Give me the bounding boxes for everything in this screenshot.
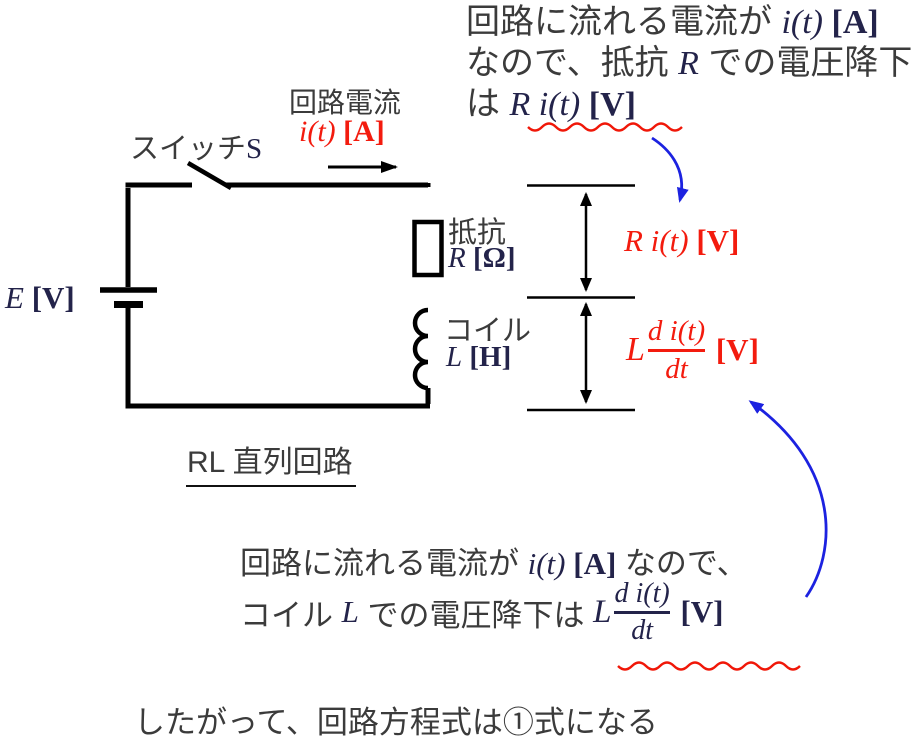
resistor-drop-math: R i(t)	[624, 223, 689, 258]
resistor-label-math: R [Ω]	[448, 242, 516, 275]
coil-label-math: L [H]	[446, 341, 511, 374]
source-label: E [V]	[5, 280, 75, 316]
current-value-unit: [A]	[335, 115, 385, 148]
source-label-math: E	[5, 280, 24, 315]
blue-arrow-to-resistor-drop	[651, 136, 689, 203]
top-note-line1-unit: [A]	[823, 4, 879, 41]
current-label: 回路電流	[289, 87, 402, 118]
top-note-line3-text: は	[466, 85, 510, 123]
fraction-bar	[614, 610, 670, 614]
coil-drop-coef: L	[626, 331, 645, 368]
bottom-note-line2-math-a: L	[341, 594, 359, 629]
coil-unit: [H]	[462, 341, 512, 373]
top-note-line1: 回路に流れる電流が i(t) [A]	[466, 2, 912, 43]
bottom-note-line2-text-a: コイル	[240, 597, 342, 633]
resistor-symbol: R	[448, 242, 466, 274]
circuit-wires	[125, 182, 431, 409]
coil-symbol: L	[446, 341, 463, 373]
coil-drop-label: L d i(t) dt [V]	[626, 310, 759, 390]
resistor-icon	[412, 219, 444, 278]
source-label-unit: [V]	[23, 280, 75, 315]
switch-label-jp: スイッチ	[130, 133, 247, 165]
current-value: i(t) [A]	[299, 115, 385, 149]
bottom-note-line2-text-b: での電圧降下は	[358, 597, 594, 633]
top-note-line2-text-a: なので、抵抗	[466, 44, 679, 82]
top-note-line3-math: R i(t)	[509, 86, 581, 123]
coil-drop-fraction: d i(t) dt	[647, 315, 706, 385]
current-value-math: i(t)	[299, 115, 336, 148]
bottom-note-numerator: d i(t)	[614, 578, 670, 610]
bottom-note-fraction: d i(t) dt	[614, 578, 670, 646]
top-note-line2: なので、抵抗 R での電圧降下	[466, 43, 912, 84]
bottom-note-line2: コイル L での電圧降下は L d i(t) dt [V]	[240, 572, 723, 652]
bottom-note-line1: 回路に流れる電流が i(t) [A] なので、	[240, 538, 748, 583]
resistor-unit: [Ω]	[465, 242, 516, 274]
fraction-bar	[647, 348, 706, 352]
resistor-drop-unit: [V]	[688, 223, 740, 258]
circuit-caption: RL 直列回路	[186, 437, 356, 487]
wavy-underline-bottom	[617, 661, 801, 671]
top-note-line2-text-b: での電圧降下	[698, 44, 913, 82]
bottom-note-line2-coef: L	[593, 593, 612, 630]
bottom-note-line1-text-a: 回路に流れる電流が	[240, 546, 528, 581]
top-note-line1-text: 回路に流れる電流が	[466, 3, 782, 41]
switch-label: スイッチS	[130, 125, 262, 167]
top-note-line2-math: R	[678, 45, 699, 82]
battery-icon	[100, 287, 157, 308]
bottom-note-line2-unit: [V]	[672, 594, 724, 629]
switch-label-s: S	[246, 133, 263, 165]
top-note: 回路に流れる電流が i(t) [A] なので、抵抗 R での電圧降下 は R i…	[466, 2, 912, 125]
blue-arrow-to-coil-drop	[748, 400, 828, 598]
top-note-line1-math: i(t)	[781, 4, 823, 41]
conclusion-text: したがって、回路方程式は①式になる	[134, 705, 658, 740]
coil-drop-denominator: dt	[665, 352, 688, 385]
bottom-note-denominator: dt	[631, 614, 653, 646]
bottom-note-line1-unit: [A]	[565, 546, 617, 581]
coil-drop-numerator: d i(t)	[647, 315, 706, 348]
top-note-line3: は R i(t) [V]	[466, 84, 912, 125]
bottom-note-line1-text-b: なので、	[616, 546, 748, 581]
coil-label-jp: コイル	[444, 315, 532, 347]
coil-icon	[412, 307, 429, 391]
top-note-line3-unit: [V]	[580, 86, 636, 123]
switch-icon	[186, 161, 233, 190]
resistor-label-jp: 抵抗	[448, 217, 507, 249]
coil-drop-unit: [V]	[708, 332, 759, 367]
resistor-drop-label: R i(t) [V]	[624, 223, 739, 259]
voltage-measure-lines	[527, 184, 635, 412]
wavy-underline-top	[527, 122, 683, 132]
bottom-note-line1-math: i(t)	[527, 546, 566, 581]
